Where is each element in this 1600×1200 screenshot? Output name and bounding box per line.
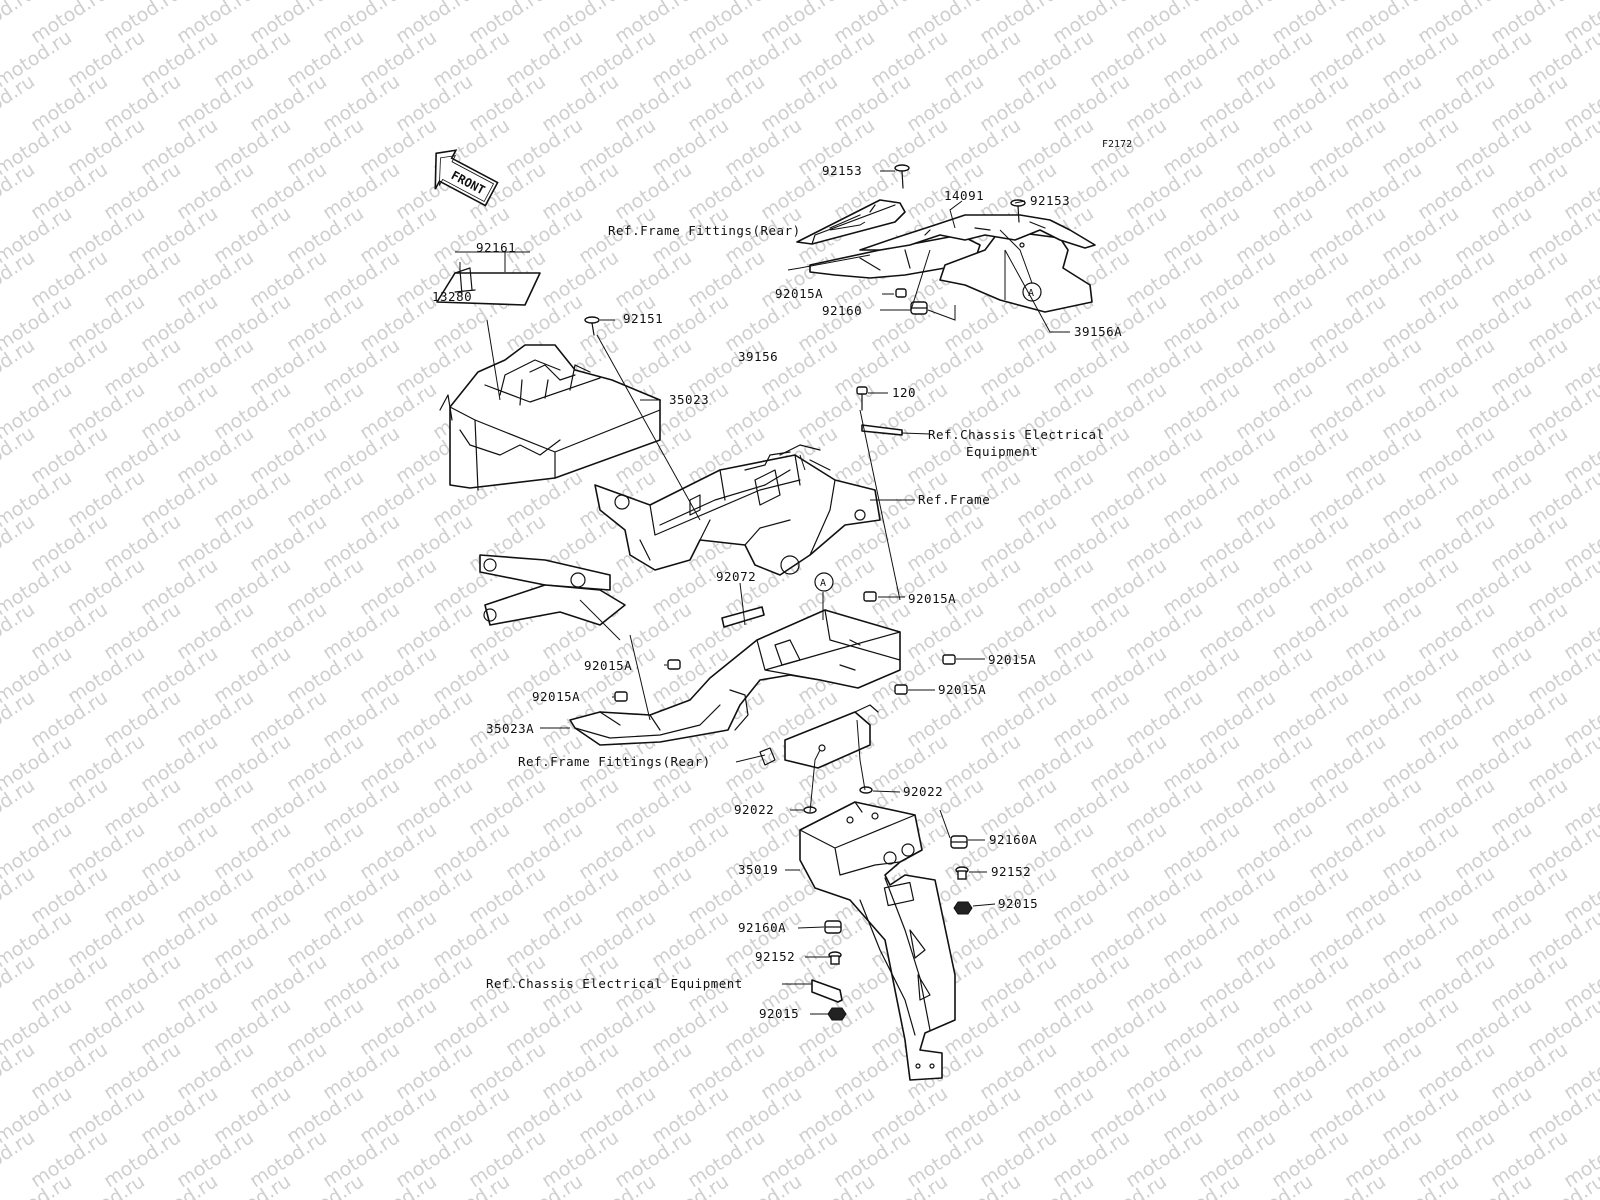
nut-92015A-mid3 xyxy=(894,684,908,695)
callout-35019: 35019 xyxy=(738,862,778,877)
rear-frame xyxy=(479,444,881,626)
callout-92160A-right: 92160A xyxy=(989,832,1037,847)
callout-92153-right: 92153 xyxy=(1030,193,1070,208)
grommet-92160A-left xyxy=(824,920,842,934)
license-bracket-35019 xyxy=(799,801,956,1081)
callout-35023A: 35023A xyxy=(486,721,534,736)
rail-frame-fittings xyxy=(796,199,906,245)
watermark-text: motod.ru xyxy=(0,1170,3,1200)
callout-ref-chassis-electrical-bottom: Ref.Chassis Electrical Equipment xyxy=(486,976,743,991)
screw-92153-top xyxy=(894,164,910,189)
collar-92152-right xyxy=(955,866,969,880)
callout-14091: 14091 xyxy=(944,188,984,203)
callout-ref-frame-fittings-rear-top: Ref.Frame Fittings(Rear) xyxy=(608,223,801,238)
grommet-92160 xyxy=(910,301,928,315)
callout-ref-frame-fittings-rear-bottom: Ref.Frame Fittings(Rear) xyxy=(518,754,711,769)
callout-92015-bottom: 92015 xyxy=(759,1006,799,1021)
nut-92015A-left1 xyxy=(667,659,681,670)
callout-92015A-mid3: 92015A xyxy=(938,682,986,697)
svg-text:A: A xyxy=(820,578,826,589)
nut-92015-bottom xyxy=(827,1007,847,1021)
callout-ref-chassis-electrical-line1: Ref.Chassis Electrical xyxy=(928,427,1105,442)
seat-pad-92161 xyxy=(436,272,541,306)
nut-92015A-left2 xyxy=(614,691,628,702)
svg-text:A: A xyxy=(1028,288,1034,299)
callout-92160: 92160 xyxy=(822,303,862,318)
cover-14091 xyxy=(859,214,1096,251)
callout-92152-right: 92152 xyxy=(991,864,1031,879)
nut-92015-right xyxy=(953,901,973,915)
callout-ref-frame: Ref.Frame xyxy=(918,492,990,507)
tray-35023A xyxy=(569,609,901,746)
callout-92015A-left2: 92015A xyxy=(532,689,580,704)
callout-92015-right: 92015 xyxy=(998,896,1038,911)
bolt-120 xyxy=(856,386,868,411)
callout-92161: 92161 xyxy=(476,240,516,255)
callout-35023: 35023 xyxy=(669,392,709,407)
strap-chassis-top xyxy=(861,424,903,436)
callout-92151: 92151 xyxy=(623,311,663,326)
callout-39156A: 39156A xyxy=(1074,324,1122,339)
nut-92015A-mid1 xyxy=(863,591,877,602)
callout-labels: 92153 14091 92153 Ref.Frame Fittings(Rea… xyxy=(432,163,1122,1021)
callout-92015A-mid2: 92015A xyxy=(988,652,1036,667)
callout-92015A-left1: 92015A xyxy=(584,658,632,673)
nut-92015A-mid2 xyxy=(942,654,956,665)
screw-92151 xyxy=(584,316,600,336)
callout-92152-left: 92152 xyxy=(755,949,795,964)
callout-92015A-top: 92015A xyxy=(775,286,823,301)
callout-13280: 13280 xyxy=(432,289,472,304)
bracket-plate xyxy=(759,704,879,769)
strap-chassis-bottom xyxy=(811,979,843,1003)
nut-92015A-top xyxy=(895,288,907,298)
callout-120: 120 xyxy=(892,385,916,400)
washer-92022-right xyxy=(859,786,873,794)
callout-92072: 92072 xyxy=(716,569,756,584)
callout-92153-top: 92153 xyxy=(822,163,862,178)
callout-92015A-mid1: 92015A xyxy=(908,591,956,606)
leader-lines xyxy=(455,170,1070,1015)
tray-35023 xyxy=(439,344,661,491)
grommet-92160A-right xyxy=(950,835,968,849)
collar-92152-left xyxy=(828,951,842,965)
callout-92022-right: 92022 xyxy=(903,784,943,799)
clip-13280 xyxy=(454,267,476,296)
marker-a-mid: A xyxy=(814,572,834,592)
callout-92022-left: 92022 xyxy=(734,802,774,817)
callout-92160A-left: 92160A xyxy=(738,920,786,935)
callout-ref-chassis-electrical-line2: Equipment xyxy=(966,444,1038,459)
strap-92072 xyxy=(721,606,765,628)
diagram-code: F2172 xyxy=(1102,139,1132,150)
callout-39156: 39156 xyxy=(738,349,778,364)
